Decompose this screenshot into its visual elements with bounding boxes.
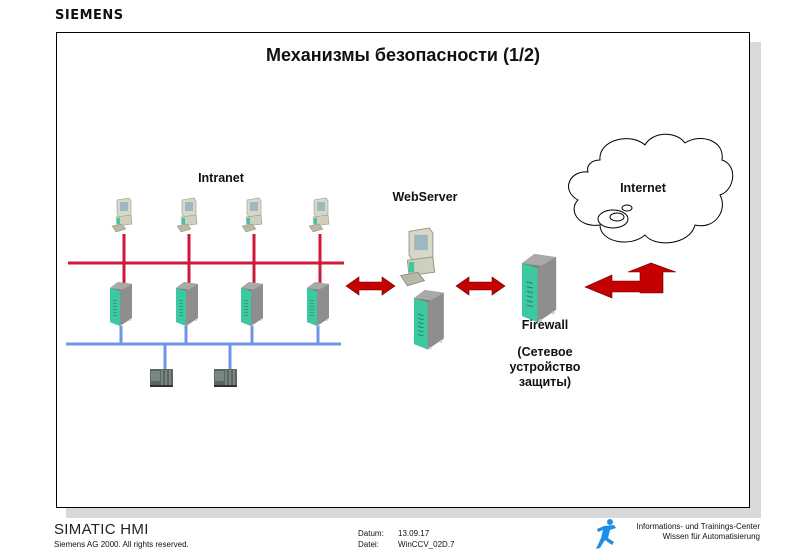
plc-icon bbox=[213, 368, 238, 388]
file-label: Datei: bbox=[358, 540, 379, 549]
double-arrow-icon bbox=[345, 276, 396, 296]
plc-icon bbox=[149, 368, 174, 388]
slide-title: Механизмы безопасности (1/2) bbox=[266, 45, 540, 65]
firewall-desc-line: защиты) bbox=[518, 375, 572, 389]
firewall-desc-line: (Сетевое bbox=[517, 345, 573, 359]
workstation-icon bbox=[111, 197, 133, 233]
siemens-logo: SIEMENS bbox=[55, 8, 124, 23]
internet-label: Internet bbox=[620, 181, 666, 195]
firewall-server-icon bbox=[521, 253, 557, 323]
workstation-icon bbox=[308, 197, 330, 233]
date-label: Datum: bbox=[358, 529, 384, 538]
firewall-description: (Сетевое устройство защиты) bbox=[485, 345, 605, 390]
copyright-text: Siemens AG 2000. All rights reserved. bbox=[54, 540, 189, 549]
intranet-bus bbox=[68, 234, 344, 284]
internet-arrow-icon bbox=[584, 262, 677, 299]
footer-meta: Datum: 13.09.17 Datei: WinCCV_02D.7 bbox=[358, 528, 454, 550]
date-value: 13.09.17 bbox=[398, 529, 430, 538]
server-icon bbox=[109, 281, 133, 327]
training-center-line2: Wissen für Automatisierung bbox=[662, 532, 760, 541]
training-center-logo-icon bbox=[596, 519, 616, 549]
server-icon bbox=[175, 281, 199, 327]
webserver-workstation-icon bbox=[399, 227, 436, 287]
training-center-text: Informations- und Trainings-Center Wisse… bbox=[636, 522, 760, 542]
plant-bus bbox=[66, 326, 341, 372]
internet-cloud-icon bbox=[568, 133, 734, 244]
webserver-server-icon bbox=[413, 289, 445, 351]
file-value: WinCCV_02D.7 bbox=[398, 540, 455, 549]
server-icon bbox=[306, 281, 330, 327]
webserver-label: WebServer bbox=[392, 190, 458, 204]
product-name: SIMATIC HMI bbox=[54, 521, 149, 538]
double-arrow-icon bbox=[455, 276, 506, 296]
firewall-desc-line: устройство bbox=[509, 360, 581, 374]
firewall-label: Firewall bbox=[521, 318, 569, 332]
server-icon bbox=[240, 281, 264, 327]
intranet-label: Intranet bbox=[198, 171, 244, 185]
workstation-icon bbox=[176, 197, 198, 233]
workstation-icon bbox=[241, 197, 263, 233]
training-center-line1: Informations- und Trainings-Center bbox=[636, 522, 760, 531]
